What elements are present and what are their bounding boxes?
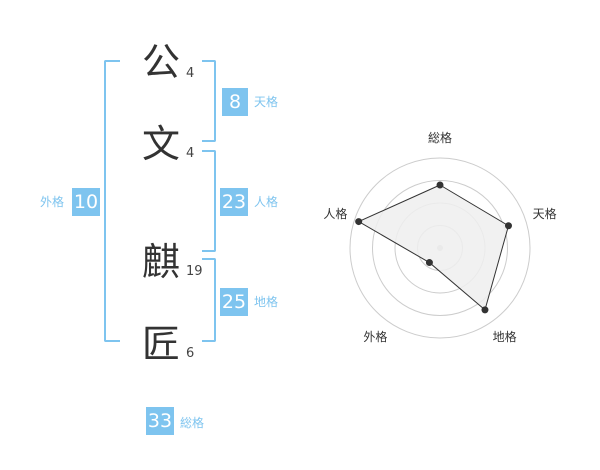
- radar-axis-label-4: 外格: [363, 329, 387, 344]
- radar-point-3: [481, 306, 489, 314]
- tenkaku-bracket: [202, 60, 216, 142]
- radar-point-5: [355, 218, 363, 226]
- radar-axis-label-1: 総格: [428, 130, 452, 145]
- gaikaku-value-badge: 10: [72, 188, 100, 216]
- jinkaku-label: 人格: [254, 195, 279, 209]
- name-char-1: 公: [141, 40, 180, 84]
- radar-point-2: [504, 222, 512, 230]
- radar-ring: [372, 180, 508, 316]
- soukaku-label: 総格: [180, 416, 205, 430]
- tenkaku-label: 天格: [254, 95, 279, 109]
- radar-ring: [349, 157, 531, 339]
- name-char-2: 文: [141, 122, 180, 166]
- soukaku-value-badge: 33: [146, 407, 174, 435]
- radar-point-1: [436, 181, 444, 189]
- stroke-count-3: 19: [186, 264, 203, 279]
- chikaku-label: 地格: [254, 295, 279, 309]
- radar-axis-label-3: 地格: [493, 329, 517, 344]
- stroke-count-2: 4: [186, 146, 195, 161]
- name-char-4: 匠: [141, 322, 180, 366]
- chikaku-bracket: [202, 258, 216, 342]
- gaikaku-label: 外格: [40, 195, 65, 209]
- chikaku-value-badge: 25: [220, 288, 248, 316]
- name-char-3: 麒: [141, 240, 180, 284]
- radar-axis-label-5: 人格: [323, 206, 347, 221]
- radar-axis-label-2: 天格: [533, 206, 557, 221]
- gaikaku-bracket: [104, 60, 120, 342]
- tenkaku-value-badge: 8: [222, 88, 248, 116]
- radar-point-4: [425, 259, 433, 267]
- radar-value-polygon: [357, 184, 510, 311]
- stroke-count-4: 6: [186, 346, 195, 361]
- stroke-count-1: 4: [186, 66, 195, 81]
- jinkaku-bracket: [202, 150, 216, 252]
- jinkaku-value-badge: 23: [220, 188, 248, 216]
